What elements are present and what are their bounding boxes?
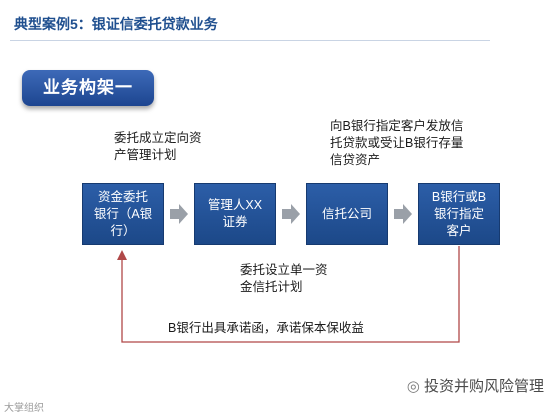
note-middle-line-2: 金信托计划	[240, 280, 303, 294]
watermark-left: 大掌组织	[4, 403, 44, 414]
watermark-right-text: 投资并购风险管理	[423, 378, 544, 395]
box-bank-b-client-line-2: 银行指定	[433, 206, 484, 221]
box-fund-bank-a: 资金委托 银行（A银 行）	[82, 183, 164, 245]
section-tag: 业务构架一	[22, 70, 154, 106]
slide-title: 典型案例5：银证信委托贷款业务	[14, 16, 218, 32]
box-fund-bank-a-line-3: 行）	[110, 223, 136, 238]
note-top-right-line-2: 托贷款或受让B银行存量	[330, 136, 464, 150]
box-trust-company-line-1: 信托公司	[321, 206, 372, 221]
note-top-left-line-2: 产管理计划	[114, 148, 177, 162]
box-bank-b-client: B银行或B 银行指定 客户	[418, 183, 500, 245]
note-top-right: 向B银行指定客户发放信 托贷款或受让B银行存量 信贷资产	[330, 118, 463, 169]
watermark-right: ◎ 投资并购风险管理	[407, 375, 544, 396]
title-divider	[10, 40, 490, 41]
note-bottom: B银行出具承诺函，承诺保本保收益	[168, 321, 364, 335]
box-fund-bank-a-line-2: 银行（A银	[93, 206, 153, 221]
note-top-right-line-1: 向B银行指定客户发放信	[330, 119, 464, 133]
note-top-right-line-3: 信贷资产	[330, 153, 381, 167]
box-bank-b-client-line-3: 客户	[446, 223, 472, 238]
box-trust-company: 信托公司	[306, 183, 388, 245]
box-securities-manager-line-2: 证券	[222, 215, 248, 229]
box-bank-b-client-line-1: B银行或B	[431, 189, 487, 204]
arrow-right-icon	[282, 204, 300, 224]
arrow-right-icon	[170, 204, 188, 224]
note-top-left-line-1: 委托成立定向资	[114, 131, 202, 145]
box-fund-bank-a-line-1: 资金委托	[97, 189, 148, 204]
box-securities-manager-line-1: 管理人XX	[207, 198, 263, 212]
wechat-icon: ◎	[406, 378, 420, 395]
arrow-right-icon	[394, 204, 412, 224]
note-middle: 委托设立单一资 金信托计划	[240, 262, 328, 296]
box-securities-manager: 管理人XX 证券	[194, 183, 276, 245]
note-top-left: 委托成立定向资 产管理计划	[114, 130, 202, 164]
note-middle-line-1: 委托设立单一资	[240, 263, 328, 277]
